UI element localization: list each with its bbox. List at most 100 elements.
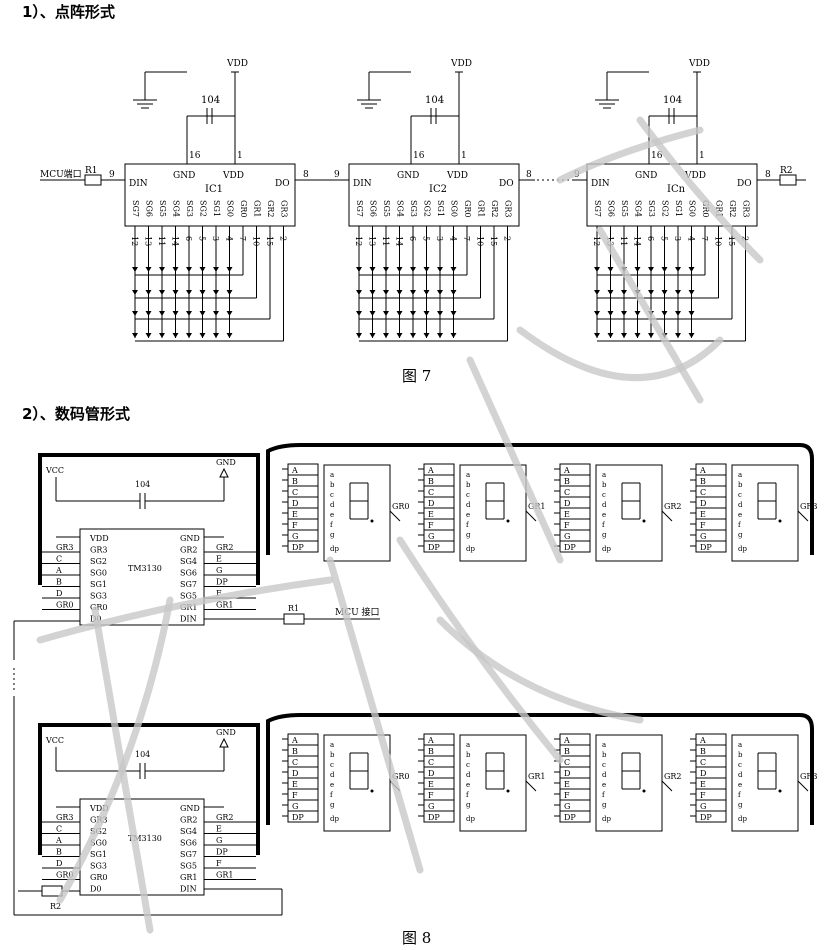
digit-pin-label: D (564, 769, 570, 778)
digit-pin-label: A (563, 736, 570, 745)
seg-letter: dp (738, 815, 747, 823)
digit-pin-label: C (700, 488, 706, 497)
digit-frame (595, 734, 663, 832)
digit-pin-label: D (292, 499, 298, 508)
chip-left-pin: SG1 (90, 580, 107, 589)
chip-right-pin: GND (180, 534, 200, 543)
figure-8-digits: VCC104GNDTM3130VDDGR3SG2SG0SG1SG3GR0D0GN… (13, 443, 818, 916)
chip-left-pin: SG3 (90, 862, 107, 871)
chip-left-pin: GR0 (90, 603, 108, 612)
right-wire-label: E (216, 555, 222, 564)
seg-pin-label: SG1 (212, 200, 221, 217)
cap-value: 104 (135, 750, 150, 759)
seg-pin-label: SG0 (688, 200, 697, 217)
seg-letter: g (466, 801, 471, 809)
pin-number: 1 (699, 151, 705, 161)
digit-pin-label: DP (292, 543, 304, 552)
seg-letter: c (330, 761, 334, 769)
digit-pin-label: G (564, 802, 570, 811)
gr-label: GR3 (800, 772, 818, 781)
chip-left-pin: GR0 (90, 873, 108, 882)
segment-dp (506, 789, 510, 793)
seg-letter: e (466, 511, 470, 519)
digit-pin-label: F (700, 791, 706, 800)
seg-letter: c (738, 761, 742, 769)
chip-right-pin: SG5 (180, 862, 197, 871)
chip-right-pin: GR1 (180, 873, 198, 882)
digit-pin-label: E (564, 510, 570, 519)
seg-letter: g (330, 531, 335, 539)
seg-pin-label: GR2 (728, 200, 737, 218)
chip-name: IC1 (205, 184, 223, 195)
digit-pin-label: A (291, 736, 298, 745)
digit-frame (459, 464, 527, 562)
seg-letter: a (602, 741, 606, 749)
gr-wire (797, 510, 809, 522)
left-wire-label: GR3 (56, 813, 74, 822)
seg-letter: a (738, 741, 742, 749)
seg-letter: f (602, 521, 606, 529)
segment-dp (370, 789, 374, 793)
seg-pin-label: SG6 (145, 200, 154, 217)
pin-label-do: DO (499, 179, 514, 189)
digit-pin-label: G (428, 802, 434, 811)
digit-pin-label: C (564, 488, 570, 497)
digit-pin-label: E (700, 510, 706, 519)
seg-letter: c (602, 491, 606, 499)
seg-pin-label: GR3 (504, 200, 513, 218)
pin-number: 9 (334, 170, 340, 180)
seg-letter: c (330, 491, 334, 499)
chip-name: ICn (667, 184, 686, 195)
seg-pin-label: SG5 (620, 200, 629, 217)
seg-pin-label: SG5 (158, 200, 167, 217)
chip-right-pin: SG6 (180, 569, 197, 578)
seg-pin-label: GR3 (280, 200, 289, 218)
digit-pin-label: A (427, 736, 434, 745)
vdd-label: VDD (226, 59, 248, 69)
left-wire-label: A (55, 566, 62, 575)
chip-right-pin: SG7 (180, 580, 197, 589)
pin-number: 16 (413, 151, 425, 161)
seg-letter: e (602, 511, 606, 519)
digit-pin-label: G (700, 532, 706, 541)
seg-pin-label: SG6 (369, 200, 378, 217)
digit-frame (731, 464, 799, 562)
digit-pin-label: F (292, 521, 298, 530)
segment-dp (370, 519, 374, 523)
pin-label-do: DO (275, 179, 290, 189)
seg-pin-label: GR0 (463, 200, 472, 218)
chip-right-pin: SG4 (180, 557, 197, 566)
gr-label: GR2 (664, 502, 682, 511)
seg-letter: b (466, 481, 471, 489)
right-wire-label: F (216, 859, 222, 868)
chip-left-pin: SG2 (90, 557, 107, 566)
seg-pin-label: SG4 (172, 200, 181, 217)
chip-left-pin: SG0 (90, 569, 107, 578)
seg-pin-label: GR0 (701, 200, 710, 218)
digit-pin-label: C (564, 758, 570, 767)
chip-right-pin: SG7 (180, 850, 197, 859)
resistor-icon (283, 613, 305, 625)
right-wire-label: G (216, 566, 222, 575)
gnd-label: GND (216, 728, 236, 737)
digit-board: VCC104GNDTM3130VDDGR3SG2SG0SG1SG3GR0D0GN… (38, 713, 818, 896)
pin-number: 1 (461, 151, 467, 161)
pin-label-din: DIN (591, 179, 610, 189)
digit-pin-label: E (700, 780, 706, 789)
left-wire-label: C (56, 825, 62, 834)
vcc-label: VCC (45, 736, 64, 745)
seg-letter: d (466, 771, 471, 779)
pin-number: 9 (109, 170, 115, 180)
digit-pin-label: DP (700, 813, 712, 822)
digit-board: VCC104GNDTM3130VDDGR3SG2SG0SG1SG3GR0D0GN… (38, 443, 818, 626)
seg-pin-label: GR1 (715, 200, 724, 218)
chip-right-pin: SG6 (180, 839, 197, 848)
seg-letter: c (466, 491, 470, 499)
seven-segment-digit (621, 482, 646, 523)
segment-dp (642, 519, 646, 523)
